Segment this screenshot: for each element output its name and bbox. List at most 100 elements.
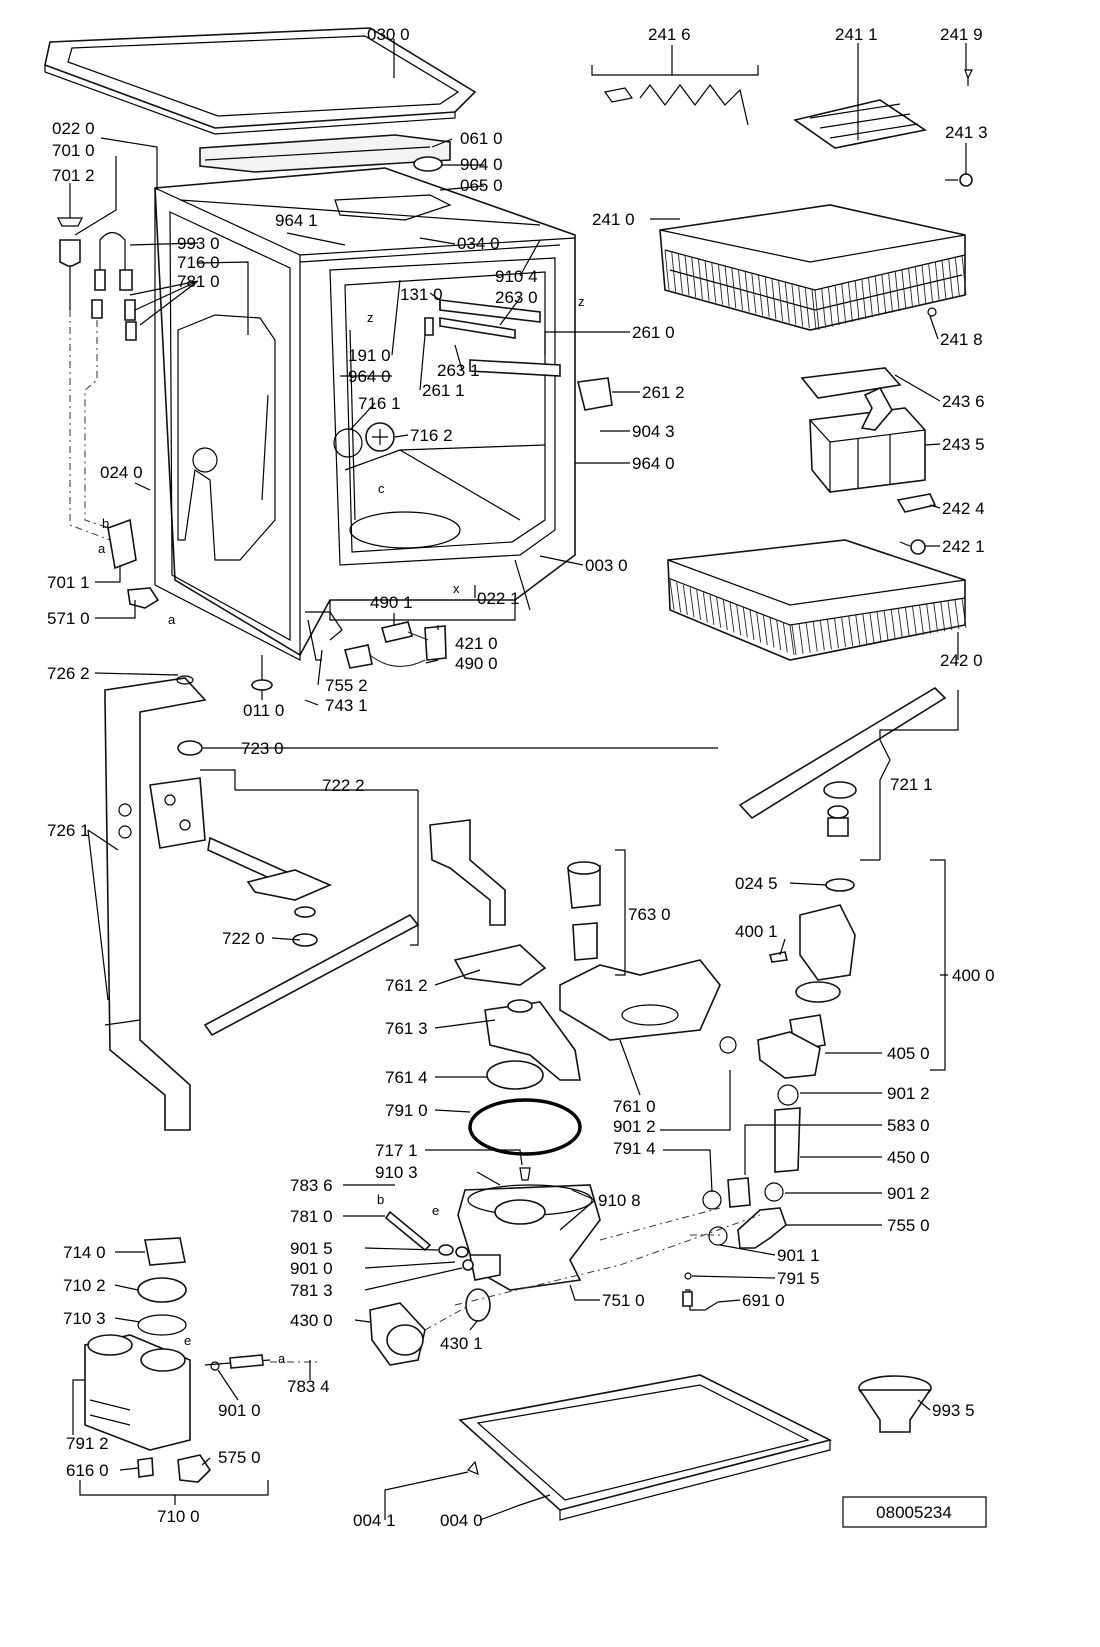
seal-791-5 xyxy=(684,1272,692,1280)
label-011-0: 011 0 xyxy=(243,701,284,720)
label-450-0: 450 0 xyxy=(887,1148,930,1167)
seal-430-1 xyxy=(465,1288,491,1322)
label-131-0: 131 0 xyxy=(400,285,443,304)
label-022-1: 022 1 xyxy=(477,589,520,608)
label-691-0: 691 0 xyxy=(742,1291,785,1310)
label-034-0: 034 0 xyxy=(457,234,500,253)
label-716-0: 716 0 xyxy=(177,253,220,272)
label-783-4: 783 4 xyxy=(287,1377,330,1396)
lower-basket-242-0 xyxy=(667,539,966,661)
label-241-9: 241 9 xyxy=(940,25,983,44)
document-code-box xyxy=(842,1496,987,1528)
label-791-2: 791 2 xyxy=(66,1434,109,1453)
label-716-1: 716 1 xyxy=(358,394,401,413)
letter-a: a xyxy=(98,541,106,556)
label-430-1: 430 1 xyxy=(440,1334,483,1353)
label-405-0: 405 0 xyxy=(887,1044,930,1063)
gasket-791-0 xyxy=(468,1098,582,1156)
label-910-8: 910 8 xyxy=(598,1191,641,1210)
label-583-0: 583 0 xyxy=(887,1116,930,1135)
label-726-1: 726 1 xyxy=(47,821,90,840)
water-pipe-726-1 xyxy=(104,675,207,1131)
cap-241-8 xyxy=(927,307,937,317)
label-400-0: 400 0 xyxy=(952,966,995,985)
label-022-0: 022 0 xyxy=(52,119,95,138)
label-714-0: 714 0 xyxy=(63,1243,106,1262)
label-723-0: 723 0 xyxy=(241,739,284,758)
label-575-0: 575 0 xyxy=(218,1448,261,1467)
valve-571-0 xyxy=(127,587,160,609)
label-030-0: 030 0 xyxy=(367,25,410,44)
label-571-0: 571 0 xyxy=(47,609,90,628)
label-781-3: 781 3 xyxy=(290,1281,333,1300)
label-701-1: 701 1 xyxy=(47,573,90,592)
label-421-0: 421 0 xyxy=(455,634,498,653)
clip-743-1 xyxy=(307,619,322,661)
label-004-0: 004 0 xyxy=(440,1511,483,1530)
hose-fittings-left xyxy=(57,217,137,341)
insulation-061-0 xyxy=(199,134,451,173)
top-cover-030-0 xyxy=(44,27,477,135)
label-761-2: 761 2 xyxy=(385,976,428,995)
label-964-0-b: 964 0 xyxy=(632,454,675,473)
label-743-1: 743 1 xyxy=(325,696,368,715)
rack-part-241-6 xyxy=(603,84,749,126)
seal-761-4 xyxy=(486,1060,544,1090)
funnel-993-5 xyxy=(858,1375,932,1433)
label-755-0: 755 0 xyxy=(887,1216,930,1235)
label-717-1: 717 1 xyxy=(375,1141,418,1160)
label-710-0: 710 0 xyxy=(157,1507,200,1526)
label-910-4: 910 4 xyxy=(495,267,538,286)
bracket-701-1 xyxy=(107,518,137,570)
label-263-1: 263 1 xyxy=(437,361,480,380)
letter-a: a xyxy=(168,612,176,627)
label-241-8: 241 8 xyxy=(940,330,983,349)
nut-242-1 xyxy=(910,539,926,555)
nut-241-3 xyxy=(959,173,973,187)
label-964-1: 964 1 xyxy=(275,211,318,230)
letter-x: x xyxy=(453,581,460,596)
label-616-0: 616 0 xyxy=(66,1461,109,1480)
label-783-6: 783 6 xyxy=(290,1176,333,1195)
letter-b: b xyxy=(102,516,109,531)
label-003-0: 003 0 xyxy=(585,556,628,575)
label-901-2-b: 901 2 xyxy=(613,1117,656,1136)
label-710-2: 710 2 xyxy=(63,1276,106,1295)
label-993-5: 993 5 xyxy=(932,1401,975,1420)
upper-basket-wires xyxy=(664,249,967,331)
label-241-6: 241 6 xyxy=(648,25,691,44)
sump-751-0 xyxy=(457,1167,601,1291)
label-901-2-a: 901 2 xyxy=(887,1084,930,1103)
label-964-0-a: 964 0 xyxy=(348,367,391,386)
letter-e: e xyxy=(184,1333,191,1348)
label-241-3: 241 3 xyxy=(945,123,988,142)
foot-011-0 xyxy=(251,655,273,691)
label-004-1: 004 1 xyxy=(353,1511,396,1530)
label-430-0: 430 0 xyxy=(290,1311,333,1330)
water-softener-710-0 xyxy=(84,1237,271,1483)
label-701-0: 701 0 xyxy=(52,141,95,160)
label-761-0: 761 0 xyxy=(613,1097,656,1116)
sensor-691-0 xyxy=(685,1289,719,1311)
label-024-5: 024 5 xyxy=(735,874,778,893)
label-791-0: 791 0 xyxy=(385,1101,428,1120)
pump-400-0 xyxy=(719,878,856,1079)
label-901-5: 901 5 xyxy=(290,1239,333,1258)
label-261-0: 261 0 xyxy=(632,323,675,342)
label-400-1: 400 1 xyxy=(735,922,778,941)
label-261-2: 261 2 xyxy=(642,383,685,402)
label-242-0: 242 0 xyxy=(940,651,983,670)
label-726-2: 726 2 xyxy=(47,664,90,683)
letter-z: z xyxy=(578,294,585,309)
hose-450-0 xyxy=(702,1084,801,1210)
label-901-1: 901 1 xyxy=(777,1246,820,1265)
document-code: 08005234 xyxy=(876,1503,952,1522)
letter-b: b xyxy=(377,1192,384,1207)
cap-904-0 xyxy=(413,156,443,172)
screw-241-9 xyxy=(964,69,973,86)
label-243-6: 243 6 xyxy=(942,392,985,411)
lower-basket-wires xyxy=(669,579,967,656)
label-242-4: 242 4 xyxy=(942,499,985,518)
label-191-0: 191 0 xyxy=(348,346,391,365)
label-791-4: 791 4 xyxy=(613,1139,656,1158)
